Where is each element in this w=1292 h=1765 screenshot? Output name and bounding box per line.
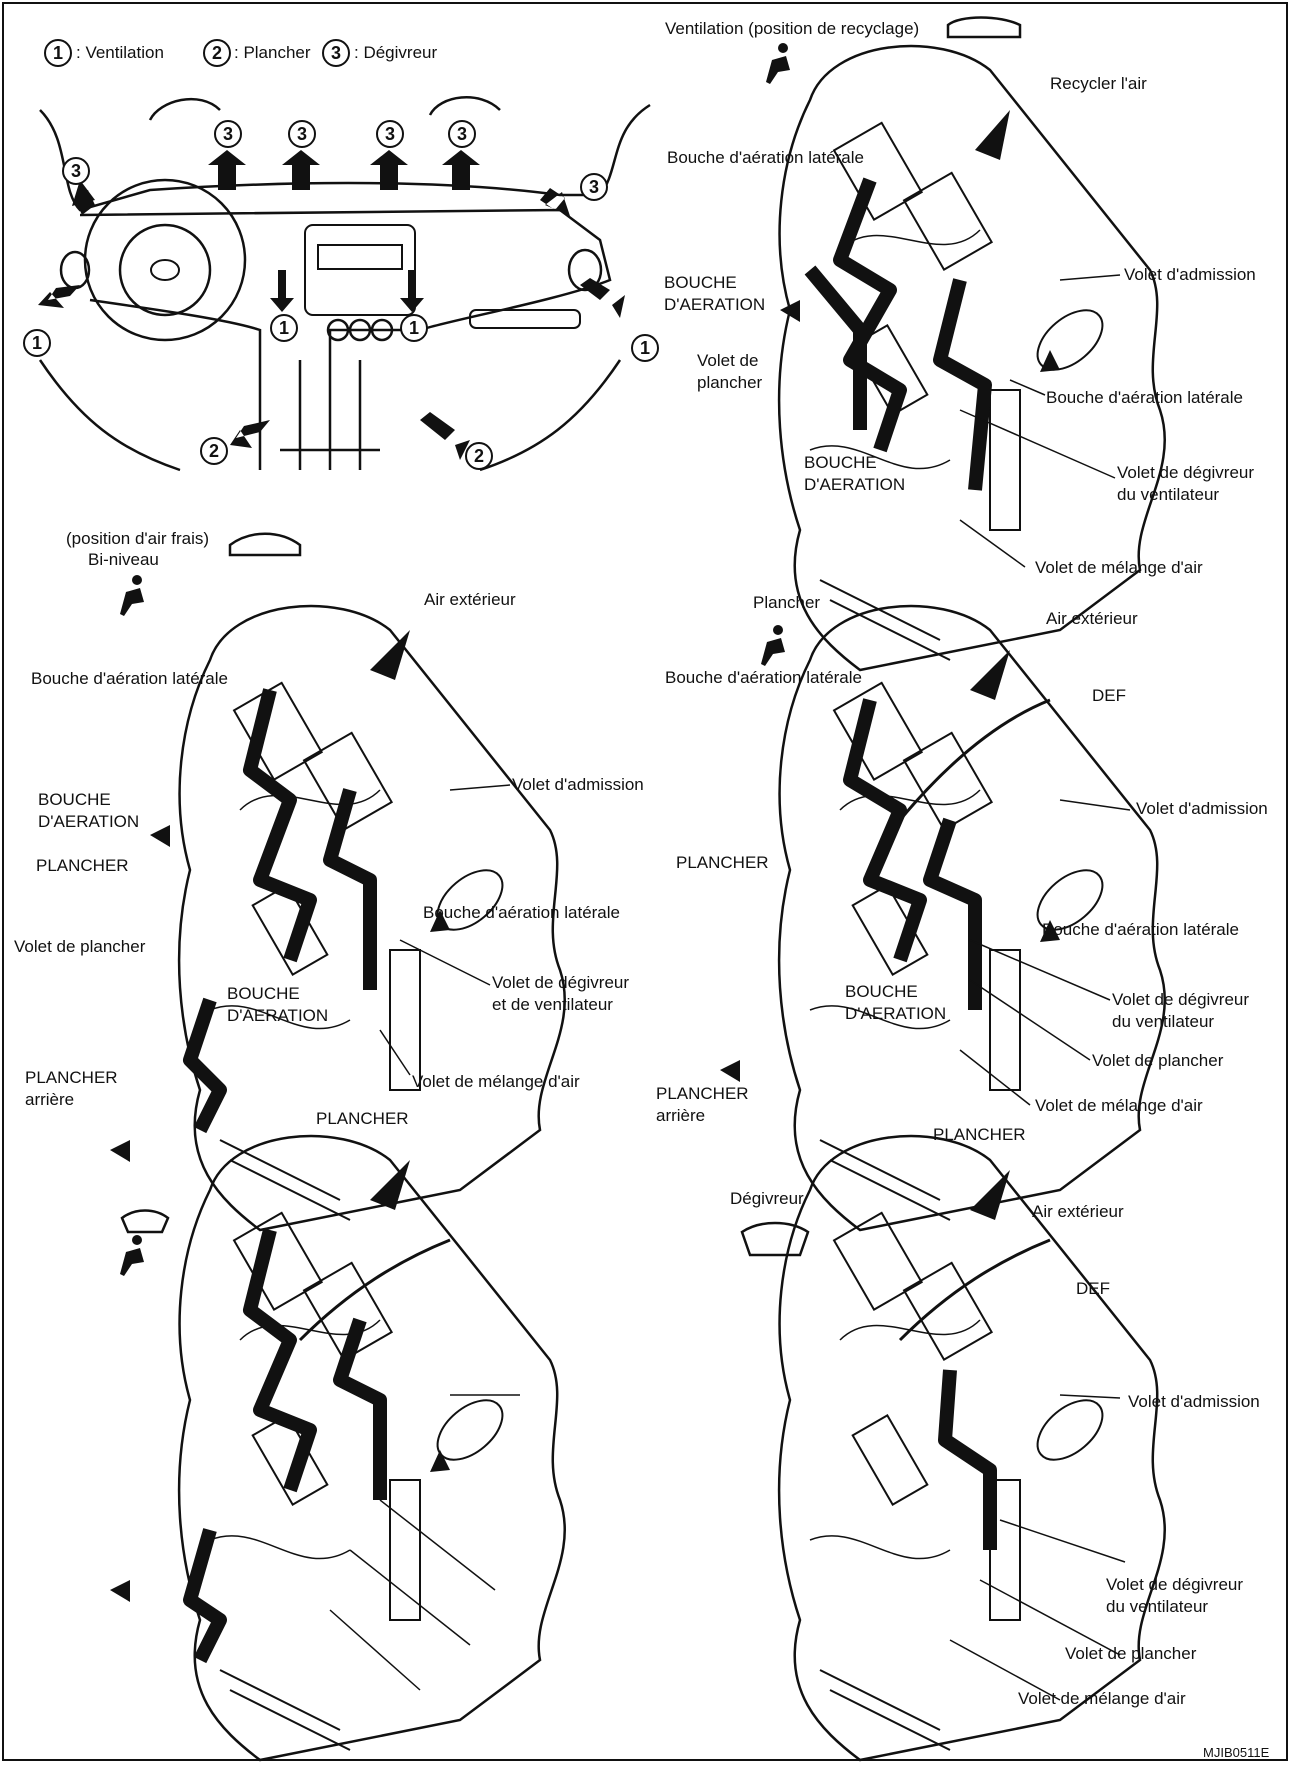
vent-floor-door: Volet de plancher: [697, 350, 762, 394]
def-def-label: DEF: [1076, 1278, 1110, 1300]
bilevel-defroster-door: Volet de dégivreur et de ventilateur: [492, 972, 629, 1016]
floor-side-outlet-right: Bouche d'aération latérale: [1042, 919, 1239, 941]
bilevel-outlet-left: BOUCHE D'AERATION: [38, 789, 139, 833]
floor-rear-floor: PLANCHER arrière: [656, 1083, 749, 1127]
legend-defroster: : Dégivreur: [354, 42, 437, 64]
bilevel-rear-floor: PLANCHER arrière: [25, 1067, 118, 1111]
bilevel-floor-left: PLANCHER: [36, 855, 129, 877]
bilevel-side-outlet-top: Bouche d'aération latérale: [31, 668, 228, 690]
legend-floor: : Plancher: [234, 42, 311, 64]
bilevel-mode-title-2: Bi-niveau: [88, 549, 159, 571]
bilevel-air-mix-door: Volet de mélange d'air: [412, 1071, 580, 1093]
dash-marker-def-2: 3: [288, 120, 316, 148]
legend-marker-1: 1: [44, 39, 72, 67]
dash-marker-def-4: 3: [448, 120, 476, 148]
floor-outlet-center: BOUCHE D'AERATION: [845, 981, 946, 1025]
vent-mode-title: Ventilation (position de recyclage): [665, 18, 919, 40]
def-outside-air: Air extérieur: [1032, 1201, 1124, 1223]
dash-marker-def-1: 3: [214, 120, 242, 148]
floor-floor-bottom: PLANCHER: [933, 1124, 1026, 1146]
bilevel-floor-bottom: PLANCHER: [316, 1108, 409, 1130]
hvac-unit-defrost: [779, 1136, 1165, 1760]
dash-marker-vent-left: 1: [23, 329, 51, 357]
dash-marker-floor-left: 2: [200, 437, 228, 465]
vent-intake-door: Volet d'admission: [1124, 264, 1256, 286]
def-air-mix-door: Volet de mélange d'air: [1018, 1688, 1186, 1710]
def-floor-door: Volet de plancher: [1065, 1643, 1196, 1665]
vent-outlet-left: BOUCHE D'AERATION: [664, 272, 765, 316]
bilevel-floor-door: Volet de plancher: [14, 936, 145, 958]
dash-marker-vent-center-right: 1: [400, 314, 428, 342]
mode-icons: [122, 18, 1020, 1256]
def-mode-title: Dégivreur: [730, 1188, 804, 1210]
figure-code: MJIB0511E: [1203, 1745, 1269, 1760]
vent-outlet-center: BOUCHE D'AERATION: [804, 452, 905, 496]
floor-floor-door: Volet de plancher: [1092, 1050, 1223, 1072]
floor-def-label: DEF: [1092, 685, 1126, 707]
dash-marker-floor-right: 2: [465, 442, 493, 470]
floor-floor-left: PLANCHER: [676, 852, 769, 874]
dashboard-drawing: [40, 97, 650, 470]
floor-air-mix-door: Volet de mélange d'air: [1035, 1095, 1203, 1117]
vent-recycle-label: Recycler l'air: [1050, 73, 1147, 95]
legend-ventilation: : Ventilation: [76, 42, 164, 64]
floor-intake-door: Volet d'admission: [1136, 798, 1268, 820]
vent-side-outlet-right: Bouche d'aération latérale: [1046, 387, 1243, 409]
legend-marker-2: 2: [203, 39, 231, 67]
bilevel-mode-title-1: (position d'air frais): [66, 528, 209, 550]
dash-marker-def-side-left: 3: [62, 157, 90, 185]
bilevel-outside-air: Air extérieur: [424, 589, 516, 611]
vent-defroster-door: Volet de dégivreur du ventilateur: [1117, 462, 1254, 506]
vent-side-outlet-top: Bouche d'aération latérale: [667, 147, 864, 169]
floor-defroster-door: Volet de dégivreur du ventilateur: [1112, 989, 1249, 1033]
bilevel-intake-door: Volet d'admission: [512, 774, 644, 796]
leader-lines: [330, 275, 1130, 1700]
bilevel-outlet-center: BOUCHE D'AERATION: [227, 983, 328, 1027]
dash-marker-def-3: 3: [376, 120, 404, 148]
dash-marker-vent-right: 1: [631, 334, 659, 362]
dash-marker-def-side-right: 3: [580, 173, 608, 201]
def-defroster-door: Volet de dégivreur du ventilateur: [1106, 1574, 1243, 1618]
dash-marker-vent-center-left: 1: [270, 314, 298, 342]
hvac-unit-defrost-floor: [179, 1136, 565, 1760]
floor-outside-air: Air extérieur: [1046, 608, 1138, 630]
flow-arrowheads: [110, 110, 1060, 1602]
floor-side-outlet-top: Bouche d'aération latérale: [665, 667, 862, 689]
bilevel-side-outlet-right: Bouche d'aération latérale: [423, 902, 620, 924]
legend-marker-3: 3: [322, 39, 350, 67]
vent-air-mix-door: Volet de mélange d'air: [1035, 557, 1203, 579]
def-intake-door: Volet d'admission: [1128, 1391, 1260, 1413]
floor-mode-title: Plancher: [753, 592, 820, 614]
